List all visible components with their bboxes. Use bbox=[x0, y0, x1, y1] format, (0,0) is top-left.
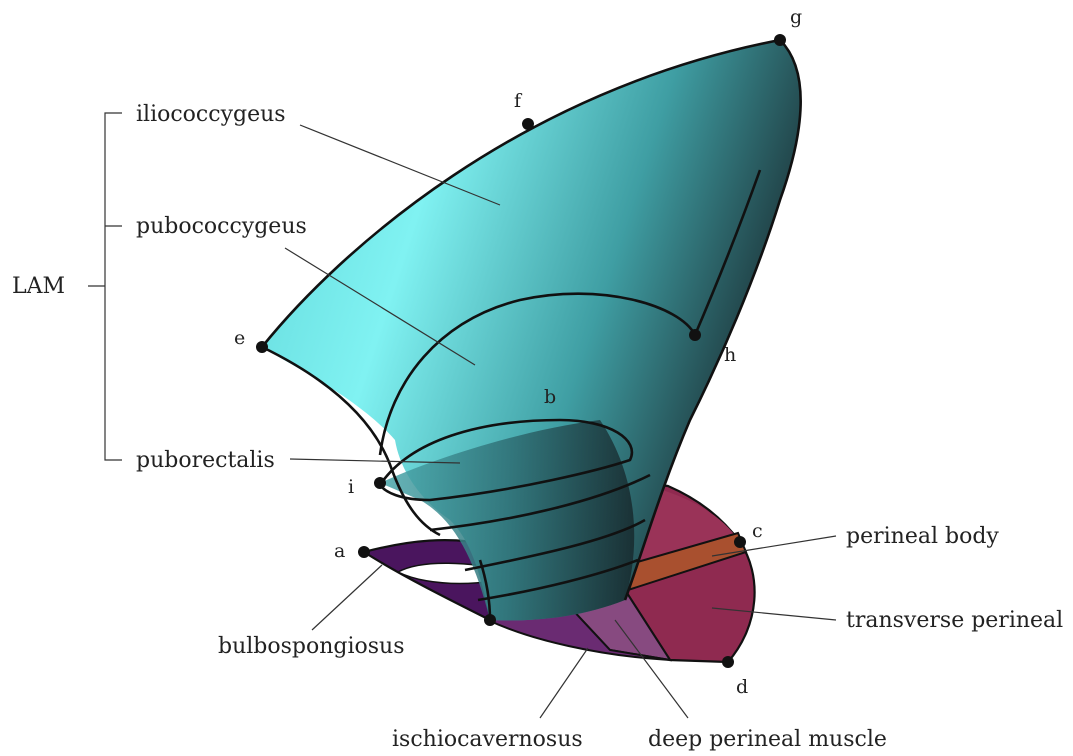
point-d-marker bbox=[722, 656, 734, 668]
point-label-b: b bbox=[544, 386, 556, 408]
point-label-d: d bbox=[736, 676, 748, 698]
label-deep-perineal-muscle: deep perineal muscle bbox=[648, 727, 887, 752]
lam-label: LAM bbox=[12, 274, 65, 299]
point-bottom-marker bbox=[484, 614, 496, 626]
lam-bracket: LAM bbox=[12, 113, 122, 460]
leader-ischiocavernosus bbox=[540, 648, 588, 718]
point-label-i: i bbox=[348, 476, 354, 498]
leader-bulbospongiosus bbox=[312, 565, 382, 630]
label-transverse-perineal: transverse perineal bbox=[846, 608, 1063, 633]
point-label-g: g bbox=[790, 6, 802, 28]
label-ischiocavernosus: ischiocavernosus bbox=[392, 727, 583, 752]
label-puborectalis: puborectalis bbox=[136, 448, 275, 473]
point-label-a: a bbox=[334, 540, 345, 562]
point-label-c: c bbox=[752, 520, 763, 542]
point-e-marker bbox=[256, 341, 268, 353]
point-h-marker bbox=[689, 329, 701, 341]
label-perineal-body: perineal body bbox=[846, 524, 999, 549]
point-label-e: e bbox=[234, 327, 245, 349]
lam-bracket-line bbox=[88, 113, 122, 460]
label-pubococcygeus: pubococcygeus bbox=[136, 214, 307, 239]
point-label-f: f bbox=[514, 90, 523, 112]
label-bulbospongiosus: bulbospongiosus bbox=[218, 634, 405, 659]
point-i-marker bbox=[374, 477, 386, 489]
point-f-marker bbox=[522, 118, 534, 130]
label-iliococcygeus: iliococcygeus bbox=[136, 102, 286, 127]
point-a-marker bbox=[358, 546, 370, 558]
point-c-marker bbox=[734, 536, 746, 548]
point-g-marker bbox=[774, 34, 786, 46]
point-label-h: h bbox=[724, 344, 736, 366]
